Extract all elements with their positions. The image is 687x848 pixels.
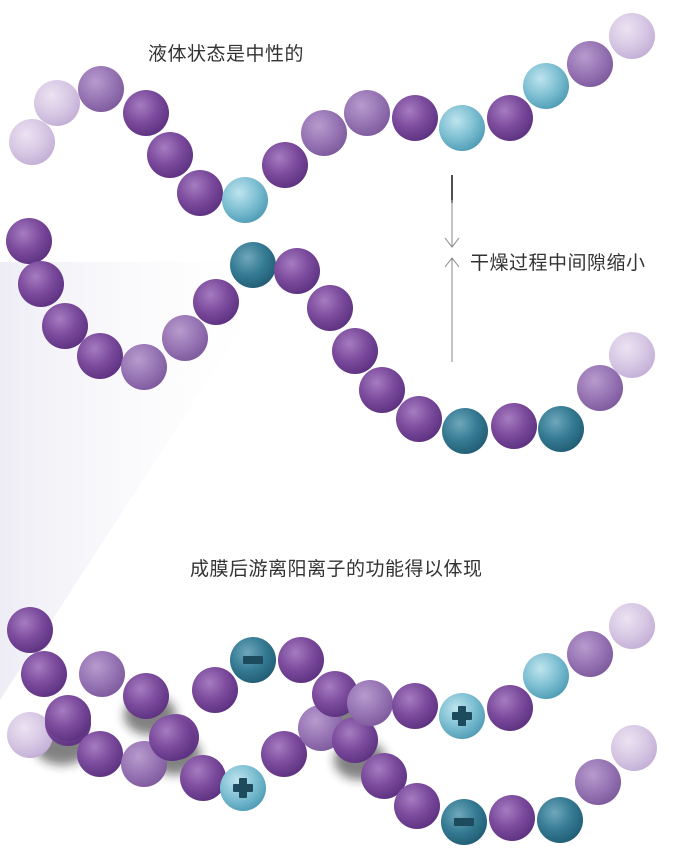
bead	[177, 170, 223, 216]
bead	[45, 695, 91, 741]
bead-teal	[222, 177, 268, 223]
bead	[77, 333, 123, 379]
bead	[149, 715, 195, 761]
bead	[396, 396, 442, 442]
plus-icon	[233, 778, 253, 798]
bead	[34, 80, 80, 126]
bead	[567, 631, 613, 677]
chain-liquid	[9, 13, 655, 223]
bead	[77, 731, 123, 777]
bead	[147, 132, 193, 178]
bead	[79, 651, 125, 697]
film-formed-label: 成膜后游离阳离子的功能得以体现	[190, 558, 483, 580]
bead	[394, 783, 440, 829]
minus-icon	[454, 818, 474, 826]
bead	[262, 142, 308, 188]
chain-film-lower	[7, 700, 657, 845]
bead	[123, 90, 169, 136]
bead	[78, 66, 124, 112]
bead-teal	[523, 63, 569, 109]
bead	[162, 315, 208, 361]
bead	[575, 759, 621, 805]
bead	[359, 367, 405, 413]
bead	[301, 110, 347, 156]
bead	[18, 261, 64, 307]
bead	[193, 279, 239, 325]
bead	[6, 218, 52, 264]
bead-teal	[537, 797, 583, 843]
bead	[487, 685, 533, 731]
bead	[274, 248, 320, 294]
bead	[487, 95, 533, 141]
bead	[577, 365, 623, 411]
bead	[278, 637, 324, 683]
bead	[7, 607, 53, 653]
bead	[180, 755, 226, 801]
bead-teal	[523, 653, 569, 699]
bead	[491, 403, 537, 449]
chain-drying	[6, 218, 655, 454]
bead	[611, 725, 657, 771]
bead	[344, 90, 390, 136]
bead	[609, 332, 655, 378]
bead	[312, 671, 358, 717]
shrink-arrows	[444, 175, 460, 362]
bead-teal	[439, 105, 485, 151]
plus-icon	[452, 706, 472, 726]
liquid-state-label: 液体状态是中性的	[148, 43, 305, 65]
bead	[332, 328, 378, 374]
chain-film-upper	[7, 603, 655, 761]
bead	[123, 673, 169, 719]
bead	[567, 41, 613, 87]
bead	[332, 717, 378, 763]
bead-teal	[230, 242, 276, 288]
bead	[392, 95, 438, 141]
bead-teal	[538, 406, 584, 452]
bead	[307, 285, 353, 331]
bead	[261, 731, 307, 777]
bead	[609, 13, 655, 59]
bead	[361, 753, 407, 799]
minus-icon	[243, 656, 263, 664]
bead	[9, 119, 55, 165]
bead	[392, 683, 438, 729]
bead	[489, 795, 535, 841]
bead	[42, 303, 88, 349]
bead	[7, 712, 53, 758]
bead	[347, 680, 393, 726]
bead	[609, 603, 655, 649]
drying-label: 干燥过程中间隙缩小	[470, 252, 646, 274]
bead-teal	[442, 408, 488, 454]
bead	[21, 651, 67, 697]
background-panel	[0, 262, 285, 700]
bead	[192, 667, 238, 713]
bead	[121, 344, 167, 390]
